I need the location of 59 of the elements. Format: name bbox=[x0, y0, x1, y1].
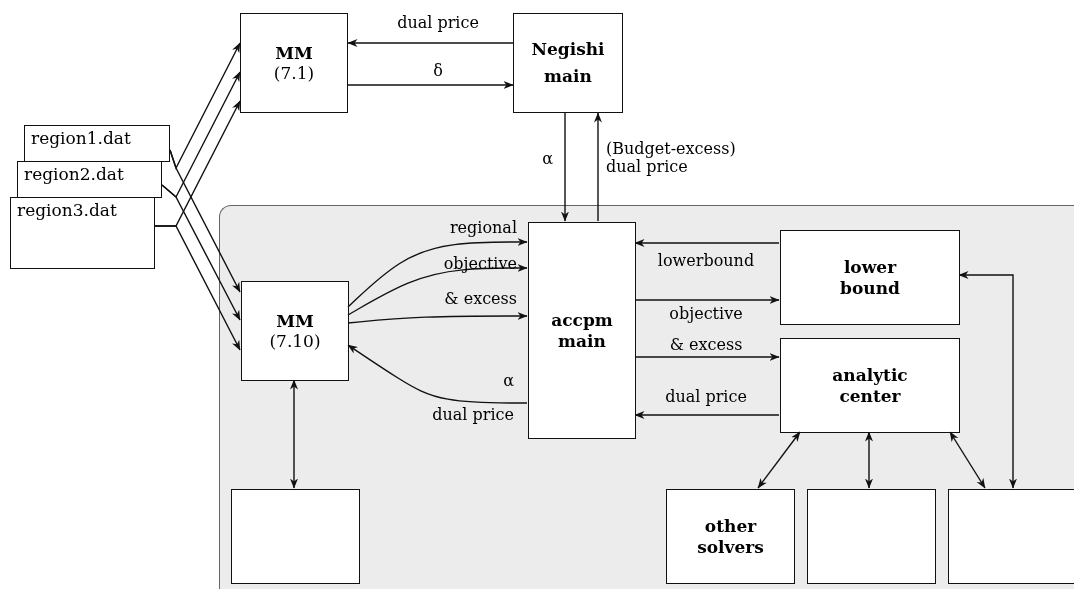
node-label: accpm main bbox=[550, 310, 614, 351]
edge-label: objective bbox=[669, 305, 743, 324]
arrow bbox=[634, 296, 780, 304]
arrow bbox=[347, 238, 528, 308]
note-text: dual price bbox=[432, 406, 514, 425]
node-label: lower bound bbox=[839, 257, 901, 298]
edge-label: dual price bbox=[397, 14, 479, 33]
arrow bbox=[561, 112, 569, 222]
process-box bbox=[780, 230, 960, 325]
arrow bbox=[958, 271, 1017, 489]
edge-label: (Budget-excess) dual price bbox=[606, 140, 737, 177]
edge-label: α bbox=[542, 150, 553, 169]
empty-box bbox=[231, 489, 360, 584]
empty-box bbox=[948, 489, 1074, 584]
arrow bbox=[634, 353, 780, 361]
process-box bbox=[513, 13, 623, 113]
process-box bbox=[780, 338, 960, 433]
edge-label: & excess bbox=[444, 290, 517, 309]
edge-label: lowerbound bbox=[657, 252, 755, 271]
process-box bbox=[528, 222, 636, 439]
arrow bbox=[161, 184, 241, 321]
node-sublabel: (7.10) bbox=[269, 331, 321, 352]
edge-label: & excess bbox=[669, 336, 743, 355]
arrow bbox=[594, 112, 602, 222]
arrow bbox=[290, 379, 298, 489]
arrow bbox=[169, 149, 241, 293]
group-panel bbox=[219, 205, 1074, 589]
arrow bbox=[347, 39, 514, 47]
arrow bbox=[634, 411, 780, 419]
edge-label: δ bbox=[433, 62, 443, 81]
arrow bbox=[634, 239, 780, 247]
arrow bbox=[347, 264, 528, 316]
arrow bbox=[757, 431, 801, 489]
file-box bbox=[17, 161, 162, 198]
arrow bbox=[347, 344, 528, 404]
node-label: region2.dat bbox=[24, 164, 124, 185]
file-box bbox=[24, 125, 170, 162]
file-box bbox=[10, 197, 155, 269]
process-box bbox=[240, 13, 348, 113]
node-label: Negishi main bbox=[530, 37, 606, 88]
arrow bbox=[949, 431, 986, 489]
process-box bbox=[241, 281, 349, 381]
node-label: other solvers bbox=[696, 516, 765, 557]
process-box bbox=[666, 489, 795, 584]
node-label: region3.dat bbox=[17, 200, 117, 221]
arrow bbox=[154, 225, 241, 351]
edge-label: α bbox=[503, 372, 514, 391]
arrow bbox=[347, 312, 528, 324]
node-sublabel: (7.1) bbox=[273, 63, 315, 84]
arrow bbox=[347, 81, 514, 89]
node-label: region1.dat bbox=[31, 128, 131, 149]
empty-box bbox=[807, 489, 936, 584]
node-label: MM bbox=[275, 42, 313, 63]
arrow bbox=[865, 431, 873, 489]
edge-label: regional bbox=[449, 219, 517, 238]
edge-label: dual price bbox=[665, 388, 747, 407]
node-label: MM bbox=[276, 310, 314, 331]
node-label: analytic center bbox=[831, 365, 909, 406]
edge-label: objective bbox=[443, 255, 517, 274]
